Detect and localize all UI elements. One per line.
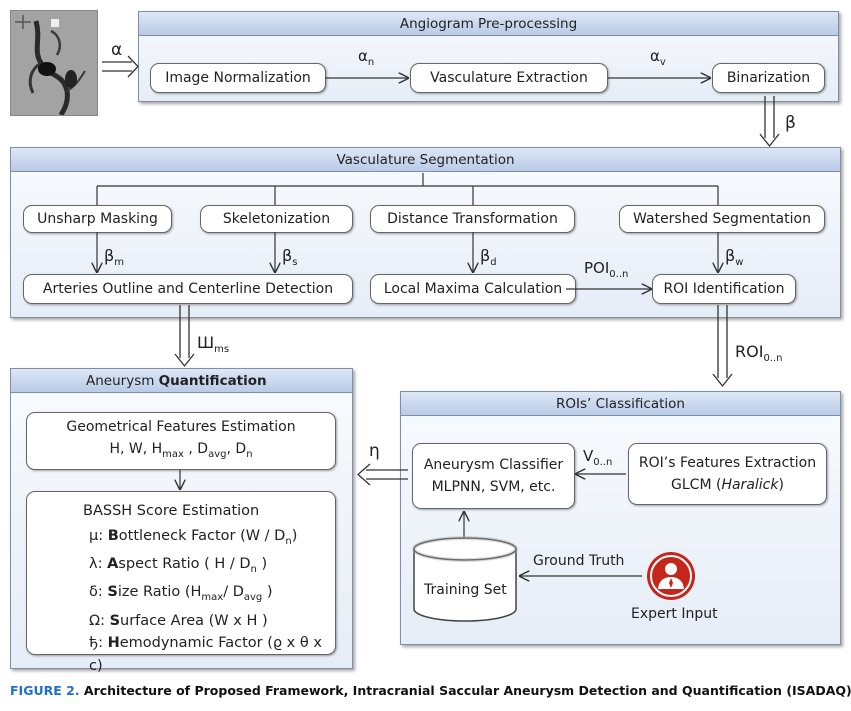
quantification-header: Aneurysm Quantification	[10, 368, 353, 393]
training-set-label: Training Set	[424, 582, 507, 598]
expert-input-label: Expert Input	[631, 606, 718, 622]
alpha-n-label: αn	[358, 47, 375, 68]
angiogram-thumbnail	[10, 10, 98, 116]
preprocessing-header: Angiogram Pre-processing	[138, 11, 839, 36]
segmentation-header: Vasculature Segmentation	[10, 147, 841, 172]
bassh-score-box: BASSH Score Estimation μ: Bottleneck Fac…	[26, 491, 336, 674]
beta-s-label: βs	[282, 246, 298, 269]
v-label: V0..n	[583, 447, 613, 468]
ground-truth-label: Ground Truth	[533, 553, 625, 569]
training-set-database-icon	[412, 536, 518, 622]
roi-identification-box: ROI Identification	[652, 274, 796, 304]
geometrical-features-box: Geometrical Features Estimation H, W, Hm…	[26, 412, 336, 470]
image-normalization-box: Image Normalization	[150, 63, 326, 93]
vasculature-extraction-box: Vasculature Extraction	[410, 63, 608, 93]
bottleneck-factor: μ: Bottleneck Factor (W / Dn)	[89, 527, 298, 547]
alpha-v-label: αv	[650, 47, 666, 68]
figure-caption: FIGURE 2. Architecture of Proposed Frame…	[10, 683, 851, 698]
alpha-label: α	[111, 40, 123, 60]
local-maxima-box: Local Maxima Calculation	[370, 274, 576, 304]
binarization-box: Binarization	[712, 63, 825, 93]
size-ratio: δ: Size Ratio (Hmax/ Davg )	[89, 584, 273, 604]
classification-header: ROIs’ Classification	[400, 391, 841, 416]
surface-area: Ω: Surface Area (W x H )	[89, 612, 268, 629]
roi-features-box: ROI’s Features Extraction GLCM (Haralick…	[628, 443, 827, 505]
poi-label: POI0..n	[584, 259, 629, 280]
beta-d-label: βd	[480, 246, 497, 269]
watershed-segmentation-box: Watershed Segmentation	[619, 205, 825, 233]
skeletonization-box: Skeletonization	[200, 205, 353, 233]
ms-label: Шms	[197, 333, 230, 356]
beta-m-label: βm	[104, 246, 124, 269]
beta-w-label: βw	[725, 246, 744, 269]
aspect-ratio: λ: Aspect Ratio ( H / Dn )	[89, 555, 268, 575]
distance-transformation-box: Distance Transformation	[370, 205, 575, 233]
beta-label: β	[785, 113, 796, 133]
beta-double-arrow	[759, 96, 780, 148]
aneurysm-classifier-box: Aneurysm Classifier MLPNN, SVM, etc.	[412, 443, 575, 509]
eta-label: η	[369, 441, 380, 461]
unsharp-masking-box: Unsharp Masking	[23, 205, 172, 233]
roi-out-label: ROI0..n	[735, 342, 783, 365]
arteries-outline-box: Arteries Outline and Centerline Detectio…	[23, 274, 353, 304]
hemodynamic-factor: ђ: Hemodynamic Factor (ϱ x θ x c)	[89, 635, 322, 674]
expert-user-icon	[647, 552, 695, 600]
